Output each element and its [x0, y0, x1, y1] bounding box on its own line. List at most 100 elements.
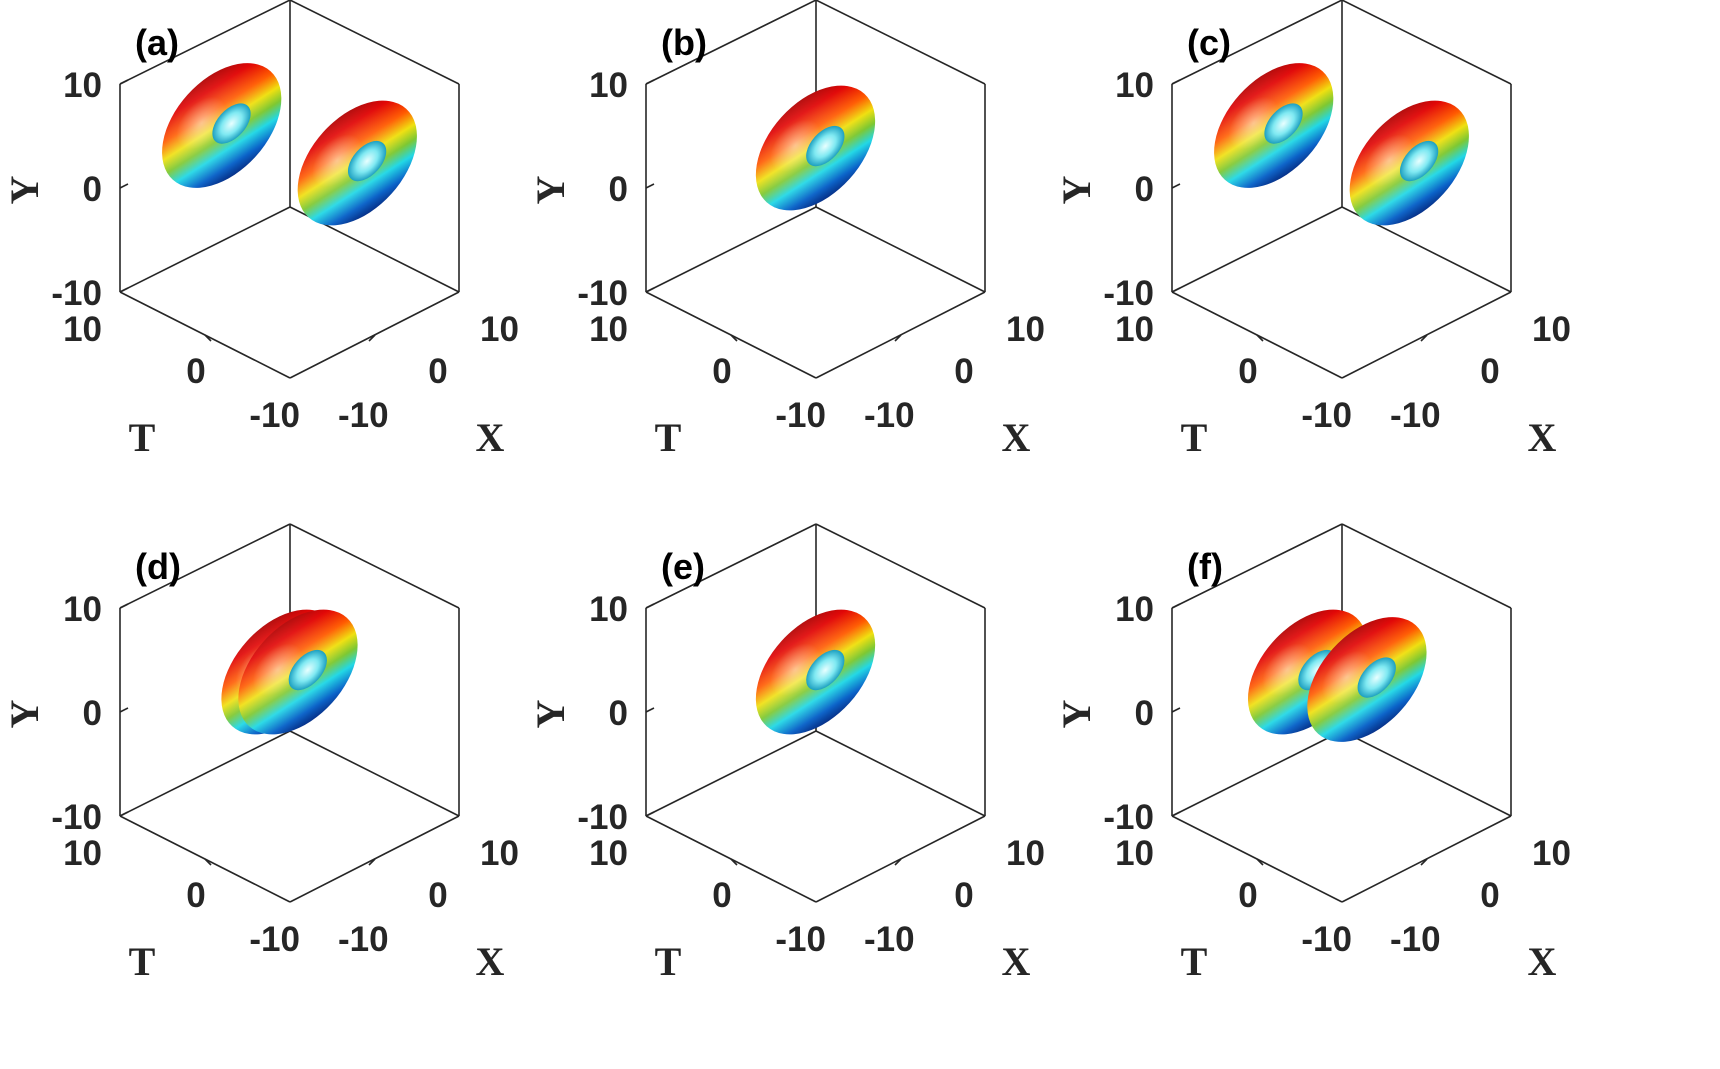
box-edge [815, 730, 986, 817]
torus-surface [297, 100, 417, 226]
panel-label: (f) [1187, 546, 1223, 587]
y-tick [1171, 603, 1181, 609]
torus-surface [755, 85, 876, 211]
y-axis-label: Y [528, 175, 573, 204]
t-axis-label: T [129, 939, 156, 984]
y-tick [119, 287, 129, 293]
y-tick-label: 0 [609, 170, 628, 209]
box-edge [289, 0, 460, 85]
torus-surface [162, 63, 282, 188]
t-tick-label: -10 [775, 920, 826, 959]
t-axis-label: T [1181, 939, 1208, 984]
y-tick-label: -10 [1103, 798, 1154, 837]
x-tick-label: 0 [1480, 876, 1499, 915]
t-axis-label: T [655, 939, 682, 984]
t-tick-label: 10 [589, 834, 628, 873]
t-tick-label: -10 [249, 396, 300, 435]
box-edge [119, 523, 291, 609]
x-tick-label: -10 [338, 920, 389, 959]
x-tick-label: 0 [428, 352, 447, 391]
x-axis-label: X [1002, 415, 1031, 460]
t-tick [730, 334, 738, 342]
y-tick-label: 0 [83, 170, 102, 209]
y-axis-label: Y [528, 699, 573, 728]
y-tick-label: 0 [83, 694, 102, 733]
y-tick [1171, 707, 1181, 713]
box-edge [1171, 523, 1343, 609]
x-tick [1420, 334, 1428, 342]
y-tick [119, 79, 129, 85]
tick-marks [645, 603, 902, 866]
x-tick-label: 10 [480, 834, 519, 873]
torus-surface [1214, 63, 1334, 188]
x-axis-label: X [476, 939, 505, 984]
box-edge [119, 0, 291, 85]
x-tick-label: -10 [864, 396, 915, 435]
torus-surface [1307, 617, 1427, 742]
x-axis-label: X [1528, 415, 1557, 460]
x-tick [368, 858, 376, 866]
y-tick-label: 10 [63, 66, 102, 105]
torus-hole [806, 125, 845, 167]
torus-surface [1349, 100, 1469, 226]
y-tick [1171, 811, 1181, 817]
tick-marks [645, 79, 902, 342]
x-tick-label: -10 [1390, 920, 1441, 959]
y-tick-label: -10 [577, 274, 628, 313]
torus-surface [755, 609, 876, 735]
panel-label: (a) [135, 22, 179, 63]
panel-label: (d) [135, 546, 181, 587]
t-tick-label: -10 [249, 920, 300, 959]
y-tick [1171, 287, 1181, 293]
x-tick [368, 334, 376, 342]
x-axis-label: X [476, 415, 505, 460]
y-tick [1171, 183, 1181, 189]
box-edge [1171, 0, 1343, 85]
x-tick-label: 10 [1532, 834, 1571, 873]
y-tick [119, 707, 129, 713]
x-tick-label: 0 [1480, 352, 1499, 391]
y-tick [119, 603, 129, 609]
t-axis-label: T [655, 415, 682, 460]
y-tick-label: 0 [1135, 694, 1154, 733]
box-edge [1341, 730, 1512, 817]
y-tick-label: 10 [1115, 66, 1154, 105]
y-axis-label: Y [1054, 175, 1099, 204]
torus-hole [1399, 140, 1439, 182]
x-tick-label: -10 [864, 920, 915, 959]
t-tick-label: 0 [712, 352, 731, 391]
y-tick [119, 183, 129, 189]
x-tick-label: 0 [954, 876, 973, 915]
y-tick-label: -10 [51, 274, 102, 313]
x-tick-label: 10 [1532, 310, 1571, 349]
panel-label: (c) [1187, 22, 1231, 63]
box-edge [815, 206, 986, 293]
x-tick [894, 334, 902, 342]
t-tick-label: 10 [1115, 310, 1154, 349]
box-edge [1171, 730, 1343, 817]
t-tick-label: 0 [712, 876, 731, 915]
panel-label: (e) [661, 546, 705, 587]
t-tick [204, 858, 212, 866]
t-tick-label: -10 [1301, 396, 1352, 435]
x-tick-label: 0 [428, 876, 447, 915]
y-axis-label: Y [2, 175, 47, 204]
x-tick-label: -10 [1390, 396, 1441, 435]
t-tick-label: -10 [775, 396, 826, 435]
x-tick [894, 858, 902, 866]
box-edge [119, 730, 291, 817]
t-tick-label: -10 [1301, 920, 1352, 959]
box-edge [1341, 523, 1512, 609]
y-tick-label: -10 [1103, 274, 1154, 313]
torus-hole [212, 103, 251, 144]
torus-hole [806, 649, 845, 691]
y-tick [1171, 79, 1181, 85]
t-tick [204, 334, 212, 342]
y-tick [645, 811, 655, 817]
y-tick-label: 10 [589, 590, 628, 629]
torus-hole [1264, 103, 1303, 144]
